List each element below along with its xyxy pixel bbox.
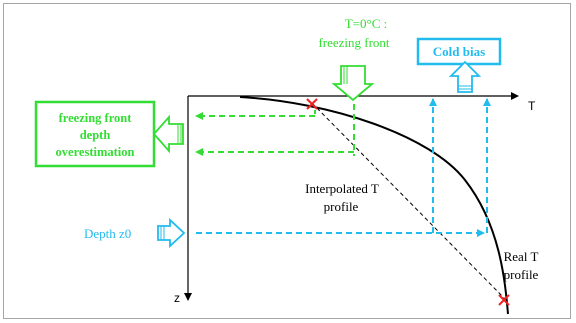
depth-z0-right-arrow-icon: [157, 217, 186, 249]
cold-bias-up-arrow-icon: [448, 60, 482, 93]
cold-bias-box: [416, 37, 502, 66]
overestimation-label-line1: freezing front: [59, 111, 133, 125]
t-axis-label: T: [528, 99, 536, 113]
overestimation-label-line2: depth: [80, 128, 111, 142]
freezing-front-title-line1: T=0°C :: [345, 16, 388, 31]
cold-bias-label: Cold bias: [433, 44, 485, 59]
overestimation-left-arrow-icon: [152, 114, 184, 154]
depth-z0-label: Depth z0: [84, 226, 131, 241]
overestimation-label-line3: overestimation: [56, 145, 135, 159]
interpolated-label-line2: profile: [324, 199, 359, 214]
interpolated-profile-line: [311, 102, 506, 300]
freezing-front-down-arrow-icon: [331, 65, 375, 102]
red-cross-top: [306, 98, 318, 110]
red-cross-bottom: [498, 294, 510, 306]
freezing-front-title-line2: freezing front: [318, 35, 389, 50]
real-profile-label-line2: profile: [504, 267, 539, 282]
z-axis-label: z: [174, 291, 180, 305]
diagram-frame: [3, 3, 571, 319]
real-profile-label-line1: Real T: [504, 249, 539, 264]
real-t-profile-curve: [239, 96, 509, 315]
interpolated-label-line1: Interpolated T: [305, 181, 379, 196]
